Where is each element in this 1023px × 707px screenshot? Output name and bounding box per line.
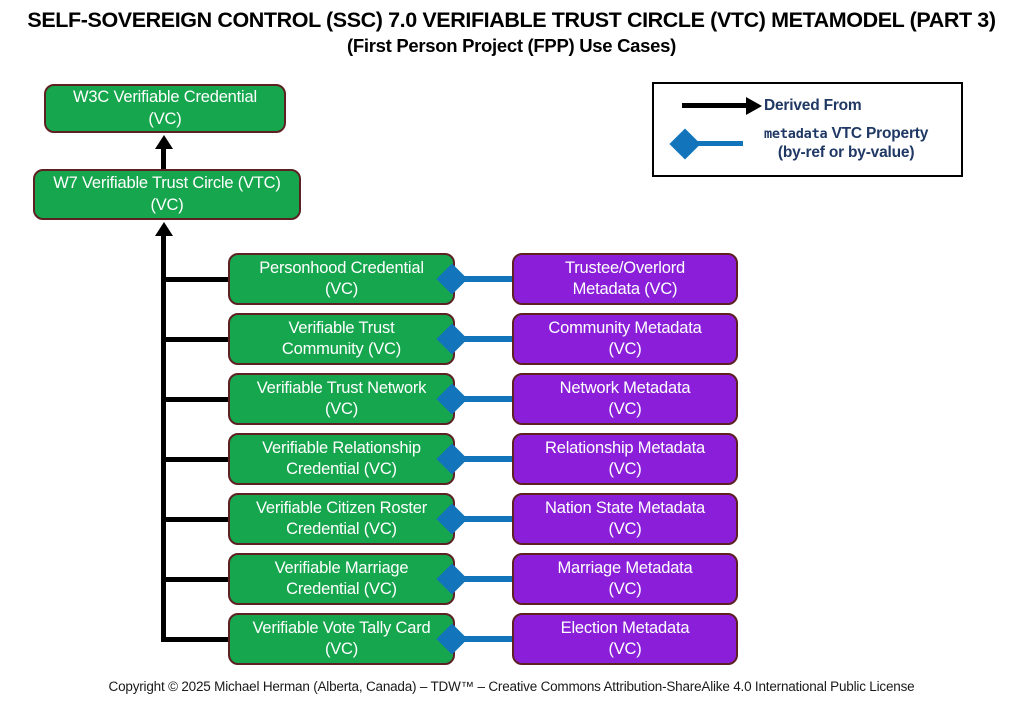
derived-from-branch-line bbox=[161, 636, 231, 642]
diagram-row-trust-community: Verifiable Trust Community (VC) Communit… bbox=[161, 313, 739, 365]
metadata-node: Nation State Metadata (VC) bbox=[512, 493, 738, 545]
derived-from-branch-line bbox=[161, 576, 231, 582]
diagram-row-citizen-roster: Verifiable Citizen Roster Credential (VC… bbox=[161, 493, 739, 545]
derived-from-branch-line bbox=[161, 336, 231, 342]
metadata-property-line bbox=[450, 636, 516, 642]
copyright-notice: Copyright © 2025 Michael Herman (Alberta… bbox=[108, 679, 915, 694]
metadata-diamond-icon bbox=[668, 127, 764, 160]
metadata-node: Relationship Metadata (VC) bbox=[512, 433, 738, 485]
legend-metadata-property-label: metadata VTC Property (by-ref or by-valu… bbox=[764, 125, 928, 162]
legend-row-derived-from: Derived From bbox=[668, 96, 947, 115]
metadata-property-line bbox=[450, 396, 516, 402]
metadata-property-line bbox=[450, 276, 516, 282]
legend-by-ref-value-label: (by-ref or by-value) bbox=[777, 143, 915, 161]
metadata-property-line bbox=[450, 516, 516, 522]
derived-from-arrow-line bbox=[161, 148, 166, 169]
metadata-property-line bbox=[450, 456, 516, 462]
metadata-node: Trustee/Overlord Metadata (VC) bbox=[512, 253, 738, 305]
node-w7-verifiable-trust-circle: W7 Verifiable Trust Circle (VTC) (VC) bbox=[33, 169, 301, 220]
derived-from-arrowhead-icon bbox=[155, 135, 173, 149]
metadata-node: Marriage Metadata (VC) bbox=[512, 553, 738, 605]
legend-derived-from-label: Derived From bbox=[764, 96, 862, 114]
credential-node: Verifiable Relationship Credential (VC) bbox=[228, 433, 455, 485]
credential-node: Verifiable Trust Network (VC) bbox=[228, 373, 455, 425]
derived-from-branch-line bbox=[161, 456, 231, 462]
credential-node: Verifiable Citizen Roster Credential (VC… bbox=[228, 493, 455, 545]
credential-node: Verifiable Vote Tally Card (VC) bbox=[228, 613, 455, 665]
node-w3c-verifiable-credential: W3C Verifiable Credential (VC) bbox=[44, 84, 286, 133]
legend-row-metadata-property: metadata VTC Property (by-ref or by-valu… bbox=[668, 125, 947, 162]
legend-vtc-property-label: VTC Property bbox=[827, 124, 929, 142]
derived-from-trunk-line bbox=[161, 235, 166, 641]
credential-node: Personhood Credential (VC) bbox=[228, 253, 455, 305]
derived-from-branch-line bbox=[161, 396, 231, 402]
metadata-property-line bbox=[450, 576, 516, 582]
credential-node: Verifiable Trust Community (VC) bbox=[228, 313, 455, 365]
page-title: SELF-SOVEREIGN CONTROL (SSC) 7.0 VERIFIA… bbox=[0, 7, 1023, 57]
derived-from-arrowhead-icon bbox=[155, 222, 173, 236]
metadata-property-line bbox=[450, 336, 516, 342]
diagram-row-vote-tally: Verifiable Vote Tally Card (VC) Election… bbox=[161, 613, 739, 665]
diagram-row-trust-network: Verifiable Trust Network (VC) Network Me… bbox=[161, 373, 739, 425]
metadata-node: Community Metadata (VC) bbox=[512, 313, 738, 365]
legend-metadata-keyword: metadata bbox=[764, 125, 828, 142]
title-line1: SELF-SOVEREIGN CONTROL (SSC) 7.0 VERIFIA… bbox=[27, 8, 996, 32]
metadata-node: Network Metadata (VC) bbox=[512, 373, 738, 425]
derived-from-arrow-icon bbox=[668, 96, 764, 115]
metadata-node: Election Metadata (VC) bbox=[512, 613, 738, 665]
derived-from-branch-line bbox=[161, 276, 231, 282]
diagram-row-personhood: Personhood Credential (VC) Trustee/Overl… bbox=[161, 253, 739, 305]
title-line2: (First Person Project (FPP) Use Cases) bbox=[347, 34, 676, 56]
legend: Derived From metadata VTC Property (by-r… bbox=[652, 82, 963, 177]
credential-rows: Personhood Credential (VC) Trustee/Overl… bbox=[161, 253, 739, 673]
diagram-row-marriage: Verifiable Marriage Credential (VC) Marr… bbox=[161, 553, 739, 605]
credential-node: Verifiable Marriage Credential (VC) bbox=[228, 553, 455, 605]
derived-from-branch-line bbox=[161, 516, 231, 522]
diagram-row-relationship: Verifiable Relationship Credential (VC) … bbox=[161, 433, 739, 485]
